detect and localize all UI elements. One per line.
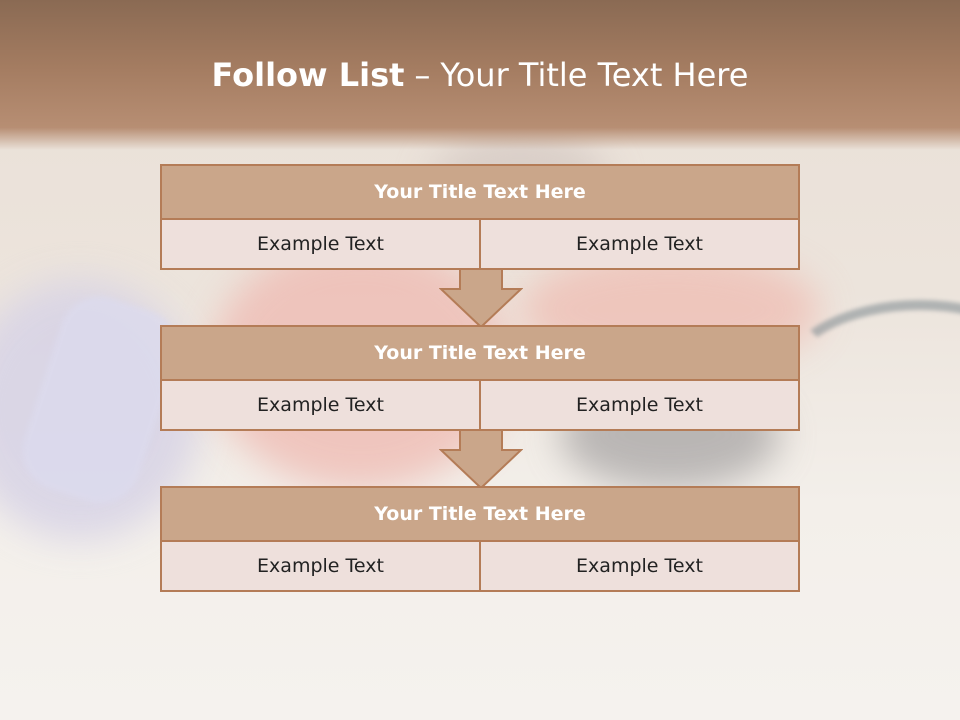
bg-cable-shape <box>780 300 960 460</box>
title-bold-part: Follow List <box>211 56 405 94</box>
block-row: Example Text Example Text <box>160 220 800 270</box>
block-cell-right: Example Text <box>481 542 800 592</box>
follow-block-1: Your Title Text Here Example Text Exampl… <box>160 164 800 270</box>
block-cell-right: Example Text <box>481 381 800 431</box>
block-title: Your Title Text Here <box>160 325 800 381</box>
block-title: Your Title Text Here <box>160 486 800 542</box>
slide-title: Follow List–Your Title Text Here <box>0 52 960 98</box>
block-cell-left: Example Text <box>160 381 481 431</box>
block-cell-right: Example Text <box>481 220 800 270</box>
down-arrow-icon <box>439 429 523 489</box>
title-rest-part: Your Title Text Here <box>440 56 749 94</box>
block-title: Your Title Text Here <box>160 164 800 220</box>
title-separator: – <box>414 56 431 94</box>
down-arrow-icon <box>439 268 523 328</box>
block-cell-left: Example Text <box>160 542 481 592</box>
follow-block-2: Your Title Text Here Example Text Exampl… <box>160 325 800 431</box>
block-cell-left: Example Text <box>160 220 481 270</box>
block-row: Example Text Example Text <box>160 542 800 592</box>
block-row: Example Text Example Text <box>160 381 800 431</box>
follow-block-3: Your Title Text Here Example Text Exampl… <box>160 486 800 592</box>
header-band <box>0 0 960 150</box>
